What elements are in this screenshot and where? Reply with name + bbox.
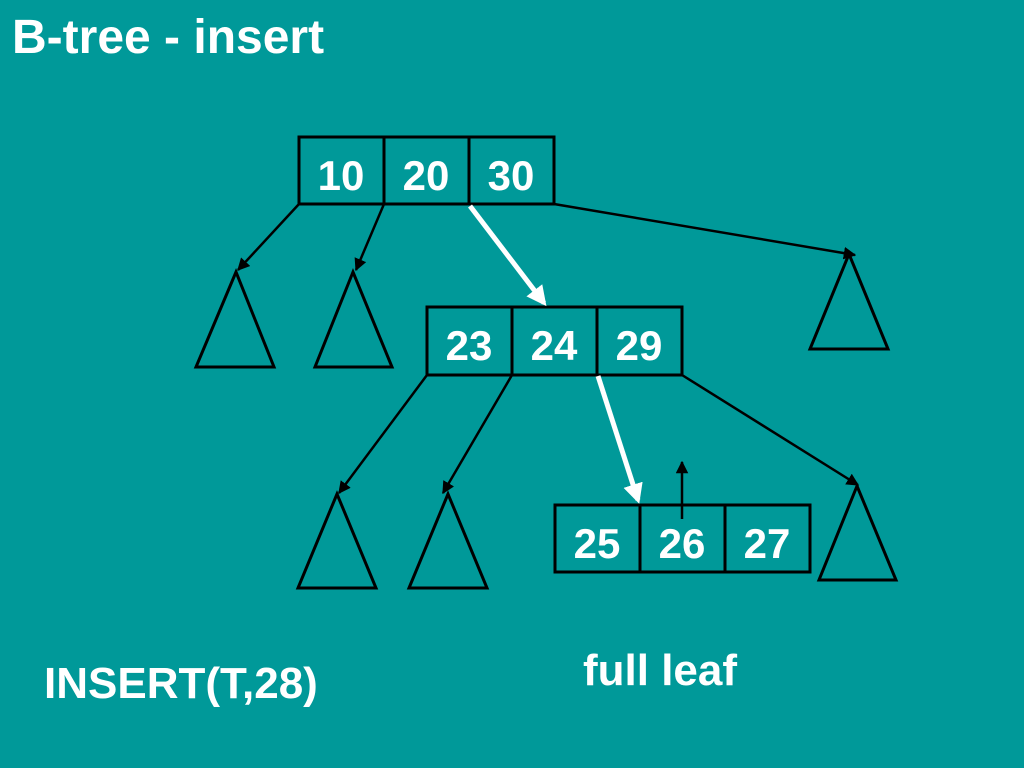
child-pointer-arrow [354,203,386,272]
slide-title: B-tree - insert [12,11,325,64]
insert-command-label: INSERT(T,28) [44,659,318,708]
leaf-key-cell [723,503,812,574]
root-key: 20 [403,152,450,199]
search-path-arrow [468,204,547,307]
child-pointer-arrow [237,203,300,271]
full-leaf-label: full leaf [583,646,738,695]
subtree-triangle [295,490,379,590]
child-pointer-arrow [441,374,514,495]
middle-key-cell [595,305,684,377]
leaf-key: 26 [659,520,706,567]
subtree-triangle [312,268,395,369]
search-path-arrow [595,375,643,504]
root-key-cell [467,135,556,206]
subtree-triangle [406,490,490,590]
leaf-key: 25 [574,520,621,567]
subtree-triangle [193,268,277,369]
root-key: 10 [318,152,365,199]
leaf-node: 25 26 27 [553,503,812,574]
child-pointer-arrow [553,202,857,260]
child-pointer-arrow [337,374,429,495]
middle-key: 23 [446,322,493,369]
subtree-triangle [807,250,891,351]
root-key: 30 [488,152,535,199]
child-pointer-arrow [681,373,860,487]
root-node: 10 20 30 [297,135,556,206]
middle-key: 24 [531,322,578,369]
subtree-triangle [816,482,899,582]
middle-key: 29 [616,322,663,369]
leaf-key: 27 [744,520,791,567]
middle-node: 23 24 29 [425,305,684,377]
